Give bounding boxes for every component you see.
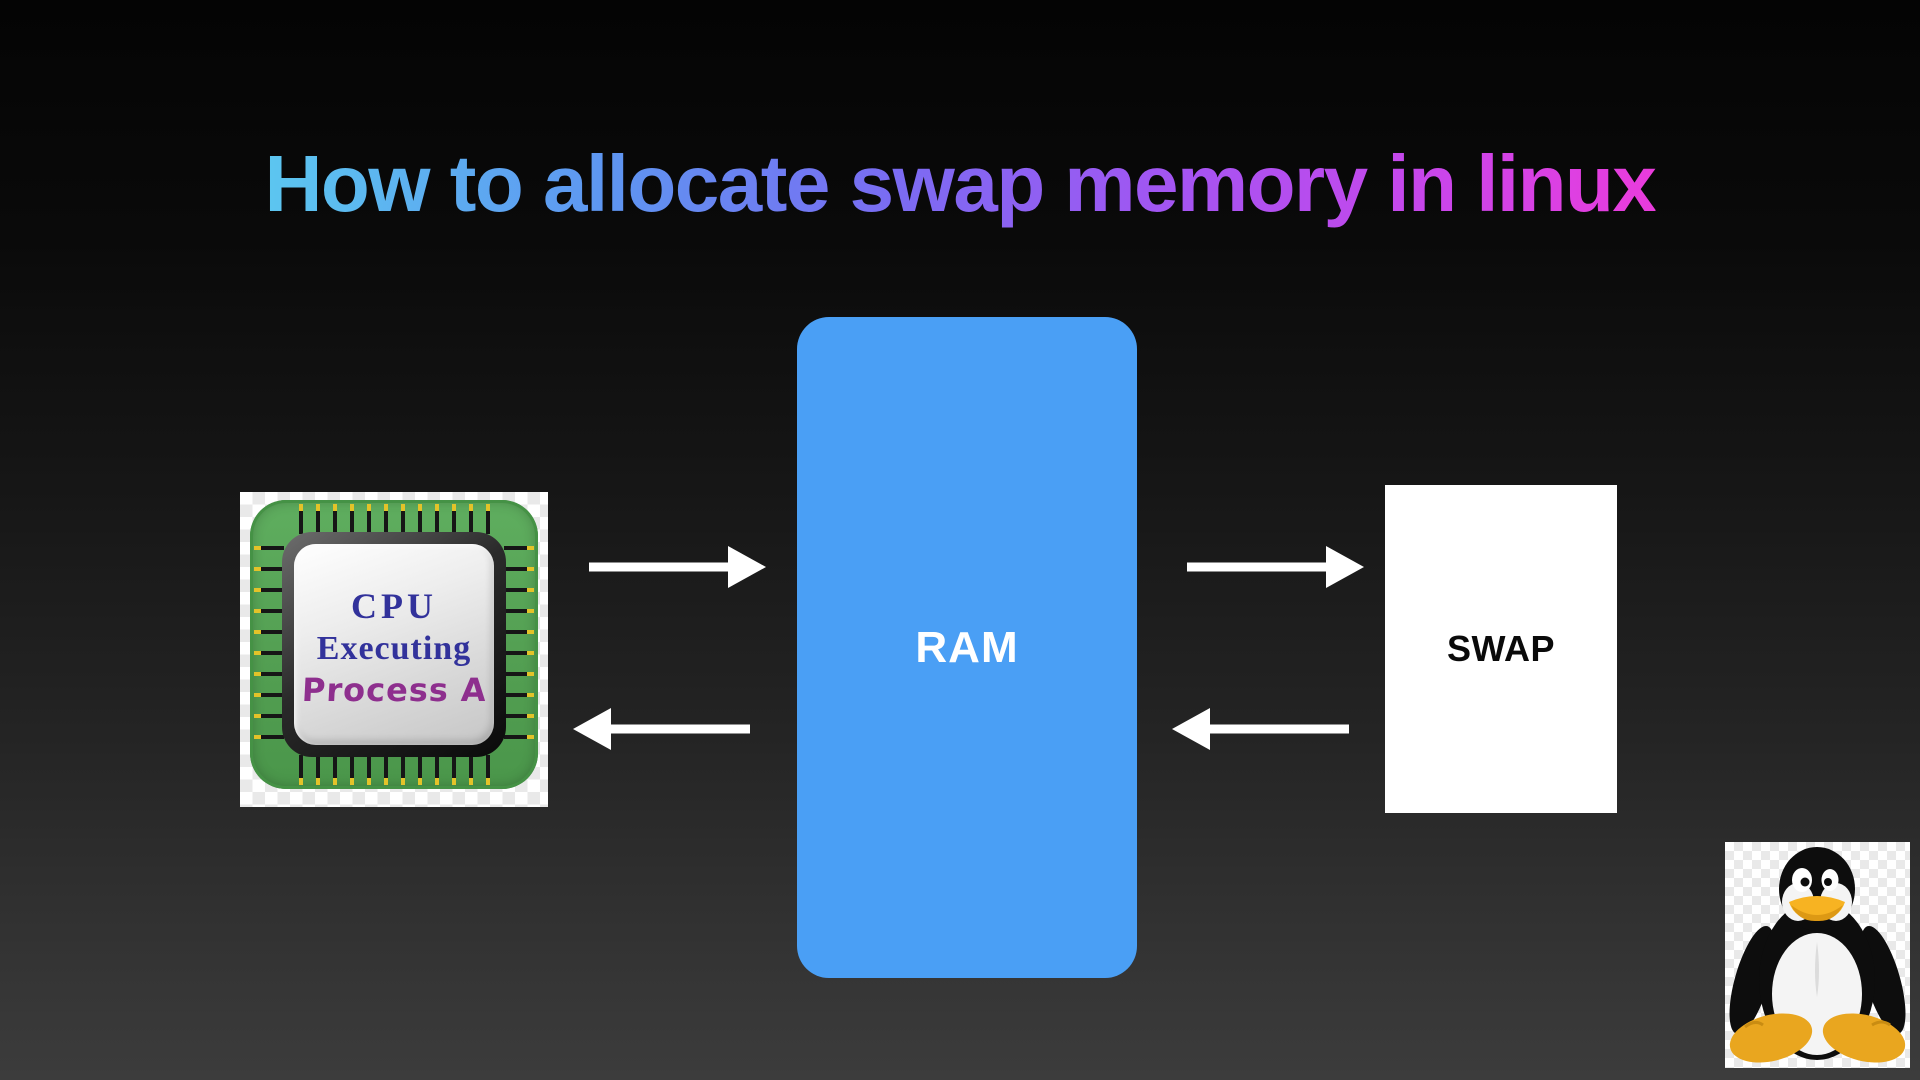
cpu-pins-left [254, 542, 284, 747]
swap-label: SWAP [1446, 628, 1555, 669]
cpu-pins-bottom [292, 755, 496, 785]
arrow-cpu-to-ram-icon [589, 544, 767, 590]
cpu-chip-frame: CPU Executing Process A [282, 532, 506, 757]
arrow-ram-to-cpu-icon [572, 706, 750, 752]
arrow-ram-to-swap-icon [1187, 544, 1365, 590]
page-title: How to allocate swap memory in linux [264, 139, 1657, 228]
cpu-chip-body: CPU Executing Process A [250, 500, 538, 789]
ram-box: RAM [797, 317, 1137, 978]
swap-box: SWAP [1385, 485, 1617, 813]
linux-tux-logo [1725, 842, 1910, 1068]
cpu-process-label: Process A [300, 670, 488, 709]
cpu-label: CPU [351, 585, 437, 626]
ram-label: RAM [915, 622, 1019, 672]
cpu-chip-face: CPU Executing Process A [294, 544, 494, 745]
arrow-swap-to-ram-icon [1171, 706, 1349, 752]
cpu-chip-image: CPU Executing Process A [240, 492, 548, 807]
tux-icon [1729, 847, 1906, 1063]
cpu-executing-label: Executing [316, 629, 472, 667]
cpu-pins-right [504, 542, 534, 747]
cpu-pins-top [292, 504, 496, 534]
